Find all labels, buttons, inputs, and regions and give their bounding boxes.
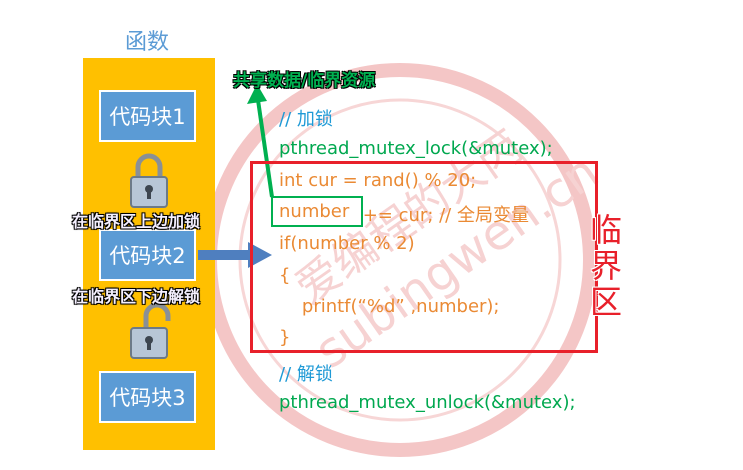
code-line-1: int cur = rand() % 20; xyxy=(279,170,477,191)
function-title: 函数 xyxy=(124,30,169,55)
code-line-2-rest: += cur; // 全局变量 xyxy=(357,205,529,226)
critical-section-label: 临界区 xyxy=(589,211,622,321)
lock-closed-icon xyxy=(130,153,168,208)
arrow-block2-to-critical xyxy=(198,242,272,268)
unlock-caption: 在临界区下边解锁 xyxy=(72,287,201,306)
code-line-3: if(number % 2) xyxy=(279,233,415,254)
code-unlock-comment: // 解锁 xyxy=(279,364,333,385)
code-line-2-var: number xyxy=(279,201,350,222)
shared-resource-label: 共享数据/临界资源 xyxy=(233,71,376,91)
number-highlight-box xyxy=(271,196,363,227)
code-lock-call: pthread_mutex_lock(&mutex); xyxy=(279,138,553,159)
arrow-number-to-shared xyxy=(247,84,274,198)
code-line-5: printf(“%d” ,number); xyxy=(279,296,500,317)
lock-caption: 在临界区上边加锁 xyxy=(72,212,201,231)
code-line-6: } xyxy=(279,327,291,348)
critical-section-box xyxy=(250,161,598,353)
code-block-1: 代码块1 xyxy=(99,90,196,142)
code-line-4: { xyxy=(279,265,291,286)
code-unlock-call: pthread_mutex_unlock(&mutex); xyxy=(279,392,576,413)
code-block-3: 代码块3 xyxy=(99,371,196,423)
code-lock-comment: // 加锁 xyxy=(279,109,333,130)
code-block-2: 代码块2 xyxy=(99,229,196,281)
lock-open-icon xyxy=(130,302,171,359)
function-column: 代码块1 代码块2 代码块3 xyxy=(83,58,215,450)
